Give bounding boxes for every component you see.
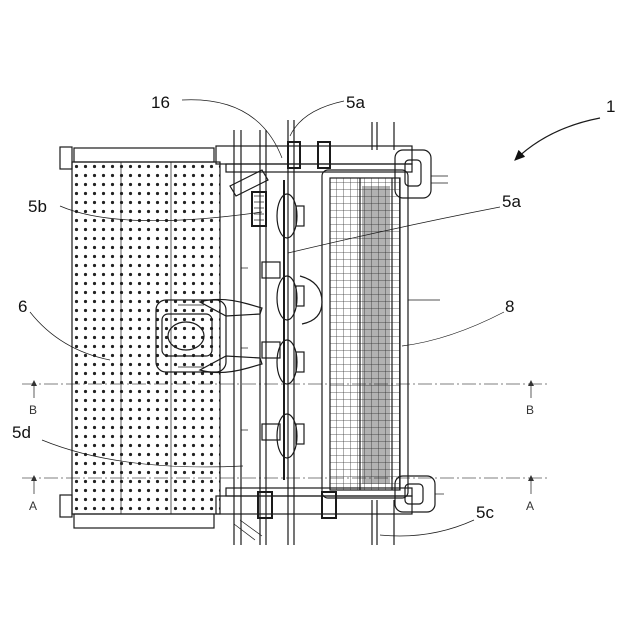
leader-5a-top — [290, 101, 344, 136]
label-5c: 5c — [476, 503, 494, 522]
label-5a-mid: 5a — [502, 192, 521, 211]
label-16: 16 — [151, 93, 170, 112]
leader-16 — [182, 100, 282, 158]
label-1: 1 — [606, 97, 615, 116]
label-5a-top: 5a — [346, 93, 365, 112]
label-6: 6 — [18, 297, 27, 316]
label-8: 8 — [505, 297, 514, 316]
label-5b: 5b — [28, 197, 47, 216]
leader-8 — [402, 312, 504, 346]
section-a-left: A — [29, 499, 37, 513]
section-arrow-b-right — [528, 380, 534, 398]
arrow-1 — [515, 118, 600, 160]
upper-actuator — [230, 170, 268, 226]
label-5d: 5d — [12, 423, 31, 442]
section-a-right: A — [526, 499, 534, 513]
mesh-screen — [322, 170, 440, 498]
section-arrow-b-left — [31, 380, 37, 398]
perforated-platform — [60, 147, 220, 528]
section-b-right: B — [526, 403, 534, 417]
section-b-left: B — [29, 403, 37, 417]
